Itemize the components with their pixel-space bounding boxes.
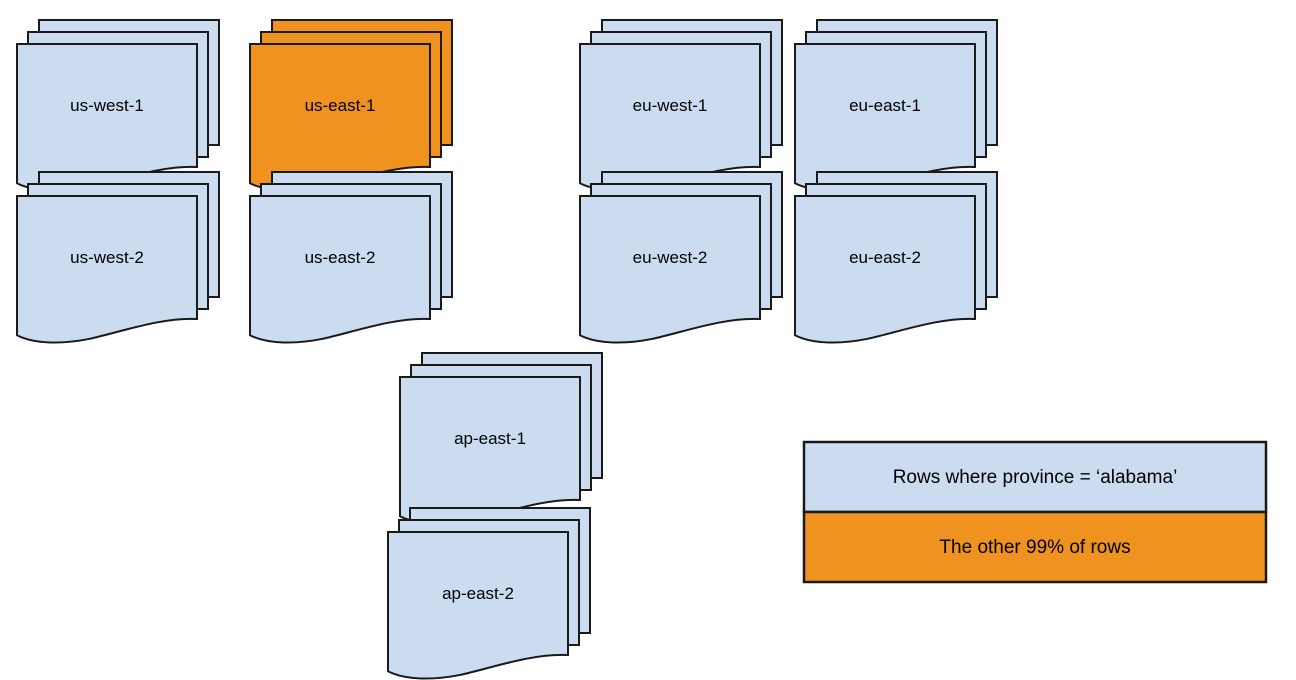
region-label: ap-east-2 [442,584,514,603]
region-stack-eu-east-2[interactable]: eu-east-2 [794,171,998,344]
region-stack-eu-west-2[interactable]: eu-west-2 [579,171,783,344]
stack-sheet-front [16,195,198,344]
region-label: us-east-2 [305,248,376,267]
region-stack-us-west-2[interactable]: us-west-2 [16,171,220,344]
stack-sheet-front [249,43,431,192]
region-label: ap-east-1 [454,429,526,448]
region-stack-us-east-1[interactable]: us-east-1 [249,19,453,192]
stack-sheet-front [387,531,569,680]
legend-label: Rows where province = ‘alabama’ [893,467,1178,488]
stack-sheet-front [399,376,581,525]
region-label: us-west-1 [70,96,144,115]
region-stack-group: us-west-1 us-east-1 eu-west-1 eu-east-1 us-w… [16,19,998,680]
legend-label: The other 99% of rows [939,537,1130,558]
region-label: us-east-1 [305,96,376,115]
stack-sheet-front [794,195,976,344]
legend-row-legend-blue: Rows where province = ‘alabama’ [802,440,1268,514]
stack-sheet-front [579,43,761,192]
region-stack-eu-west-1[interactable]: eu-west-1 [579,19,783,192]
region-label: eu-west-1 [633,96,708,115]
region-label: eu-west-2 [633,248,708,267]
region-label: eu-east-2 [849,248,921,267]
legend-row-legend-orange: The other 99% of rows [802,510,1268,584]
region-label: us-west-2 [70,248,144,267]
legend-swatch [802,440,1268,514]
stack-sheet-front [16,43,198,192]
stack-sheet-front [249,195,431,344]
legend: Rows where province = ‘alabama’ The other… [802,440,1268,584]
region-label: eu-east-1 [849,96,921,115]
region-stack-ap-east-1[interactable]: ap-east-1 [399,352,603,525]
region-stack-us-east-2[interactable]: us-east-2 [249,171,453,344]
region-stack-us-west-1[interactable]: us-west-1 [16,19,220,192]
stack-sheet-front [794,43,976,192]
region-stack-ap-east-2[interactable]: ap-east-2 [387,507,591,680]
region-stack-eu-east-1[interactable]: eu-east-1 [794,19,998,192]
stack-sheet-front [579,195,761,344]
legend-swatch [802,510,1268,584]
